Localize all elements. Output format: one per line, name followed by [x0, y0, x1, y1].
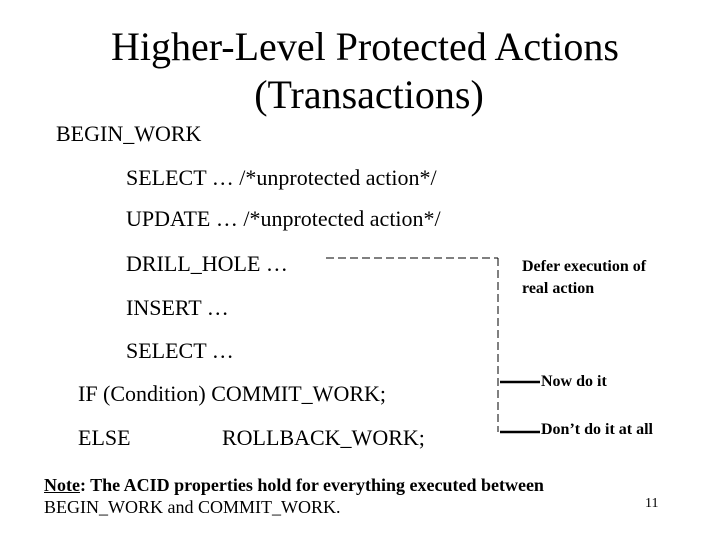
note-label: Note	[44, 475, 80, 495]
code-else: ELSE	[78, 425, 131, 450]
code-update-unprotected: UPDATE … /*unprotected action*/	[126, 206, 441, 231]
now-do-it-annotation: Now do it	[541, 373, 607, 390]
note-text: : The ACID properties hold for everythin…	[79, 475, 544, 495]
slide-title-line-1: Higher-Level Protected Actions	[111, 24, 619, 69]
code-select: SELECT …	[126, 338, 234, 363]
dont-do-it-annotation: Don’t do it at all	[541, 421, 653, 438]
code-drill-hole: DRILL_HOLE …	[126, 251, 288, 276]
code-insert: INSERT …	[126, 295, 229, 320]
note-tail: BEGIN_WORK and COMMIT_WORK.	[44, 497, 341, 517]
code-begin-work: BEGIN_WORK	[56, 121, 202, 146]
code-rollback-work: ROLLBACK_WORK;	[222, 425, 425, 450]
code-if-commit-work: IF (Condition) COMMIT_WORK;	[78, 381, 386, 406]
acid-note: Note: The ACID properties hold for every…	[44, 474, 624, 518]
defer-execution-annotation: Defer execution of real action	[522, 258, 647, 297]
code-select-unprotected: SELECT … /*unprotected action*/	[126, 165, 437, 190]
page-number: 11	[645, 496, 659, 511]
slide-title-line-2: (Transactions)	[254, 72, 484, 117]
